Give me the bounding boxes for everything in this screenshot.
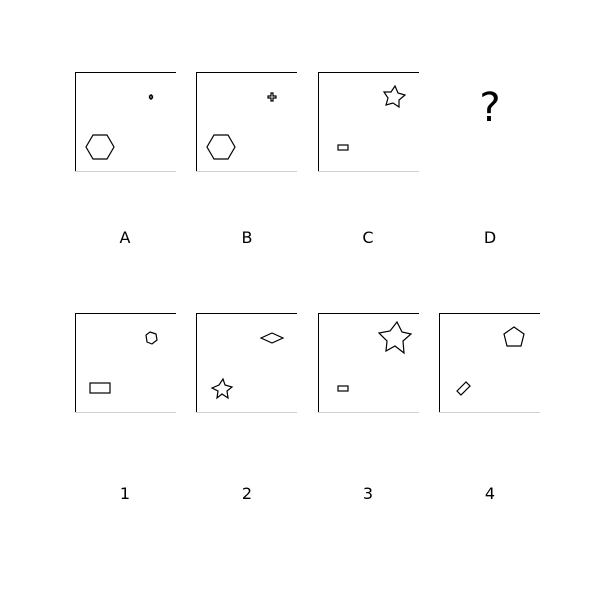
option-label-2: 2 bbox=[241, 484, 253, 503]
answer-option-3[interactable] bbox=[318, 313, 419, 413]
answer-option-4[interactable] bbox=[439, 313, 540, 413]
rhombus-shape bbox=[259, 332, 285, 344]
option-label-a: A bbox=[119, 228, 131, 247]
option-label-1: 1 bbox=[119, 484, 131, 503]
option-2-canvas bbox=[196, 313, 297, 413]
star-shape bbox=[210, 377, 234, 400]
panel-frame bbox=[196, 313, 297, 413]
panel-frame bbox=[75, 313, 176, 413]
pentagon-shape bbox=[145, 331, 158, 345]
small-rectangle-shape bbox=[337, 144, 349, 151]
option-3-canvas bbox=[318, 313, 419, 413]
panel-c-canvas bbox=[318, 72, 419, 172]
answer-option-2[interactable] bbox=[196, 313, 297, 413]
panel-frame bbox=[318, 313, 419, 413]
pentagon-shape bbox=[503, 326, 525, 347]
question-mark: ? bbox=[479, 85, 501, 131]
puzzle-panel-b bbox=[196, 72, 297, 172]
panel-frame bbox=[439, 313, 540, 413]
small-cross-shape bbox=[148, 94, 154, 100]
option-label-c: C bbox=[362, 228, 374, 247]
rectangle-shape bbox=[89, 382, 111, 394]
cross-shape bbox=[267, 92, 277, 102]
answer-option-1[interactable] bbox=[75, 313, 176, 413]
option-label-3: 3 bbox=[362, 484, 374, 503]
panel-a-canvas bbox=[75, 72, 176, 172]
tilted-rectangle-shape bbox=[456, 381, 471, 396]
small-rectangle-shape bbox=[337, 385, 349, 392]
panel-frame bbox=[75, 72, 176, 172]
panel-b-canvas bbox=[196, 72, 297, 172]
option-label-d: D bbox=[483, 228, 497, 247]
puzzle-panel-a bbox=[75, 72, 176, 172]
option-4-canvas bbox=[439, 313, 540, 413]
hexagon-shape bbox=[85, 134, 115, 160]
option-label-b: B bbox=[241, 228, 253, 247]
star-shape bbox=[382, 84, 407, 109]
hexagon-shape bbox=[206, 134, 236, 160]
large-star-shape bbox=[377, 320, 413, 355]
option-label-4: 4 bbox=[484, 484, 496, 503]
panel-frame bbox=[318, 72, 419, 172]
puzzle-panel-c bbox=[318, 72, 419, 172]
option-1-canvas bbox=[75, 313, 176, 413]
panel-frame bbox=[196, 72, 297, 172]
